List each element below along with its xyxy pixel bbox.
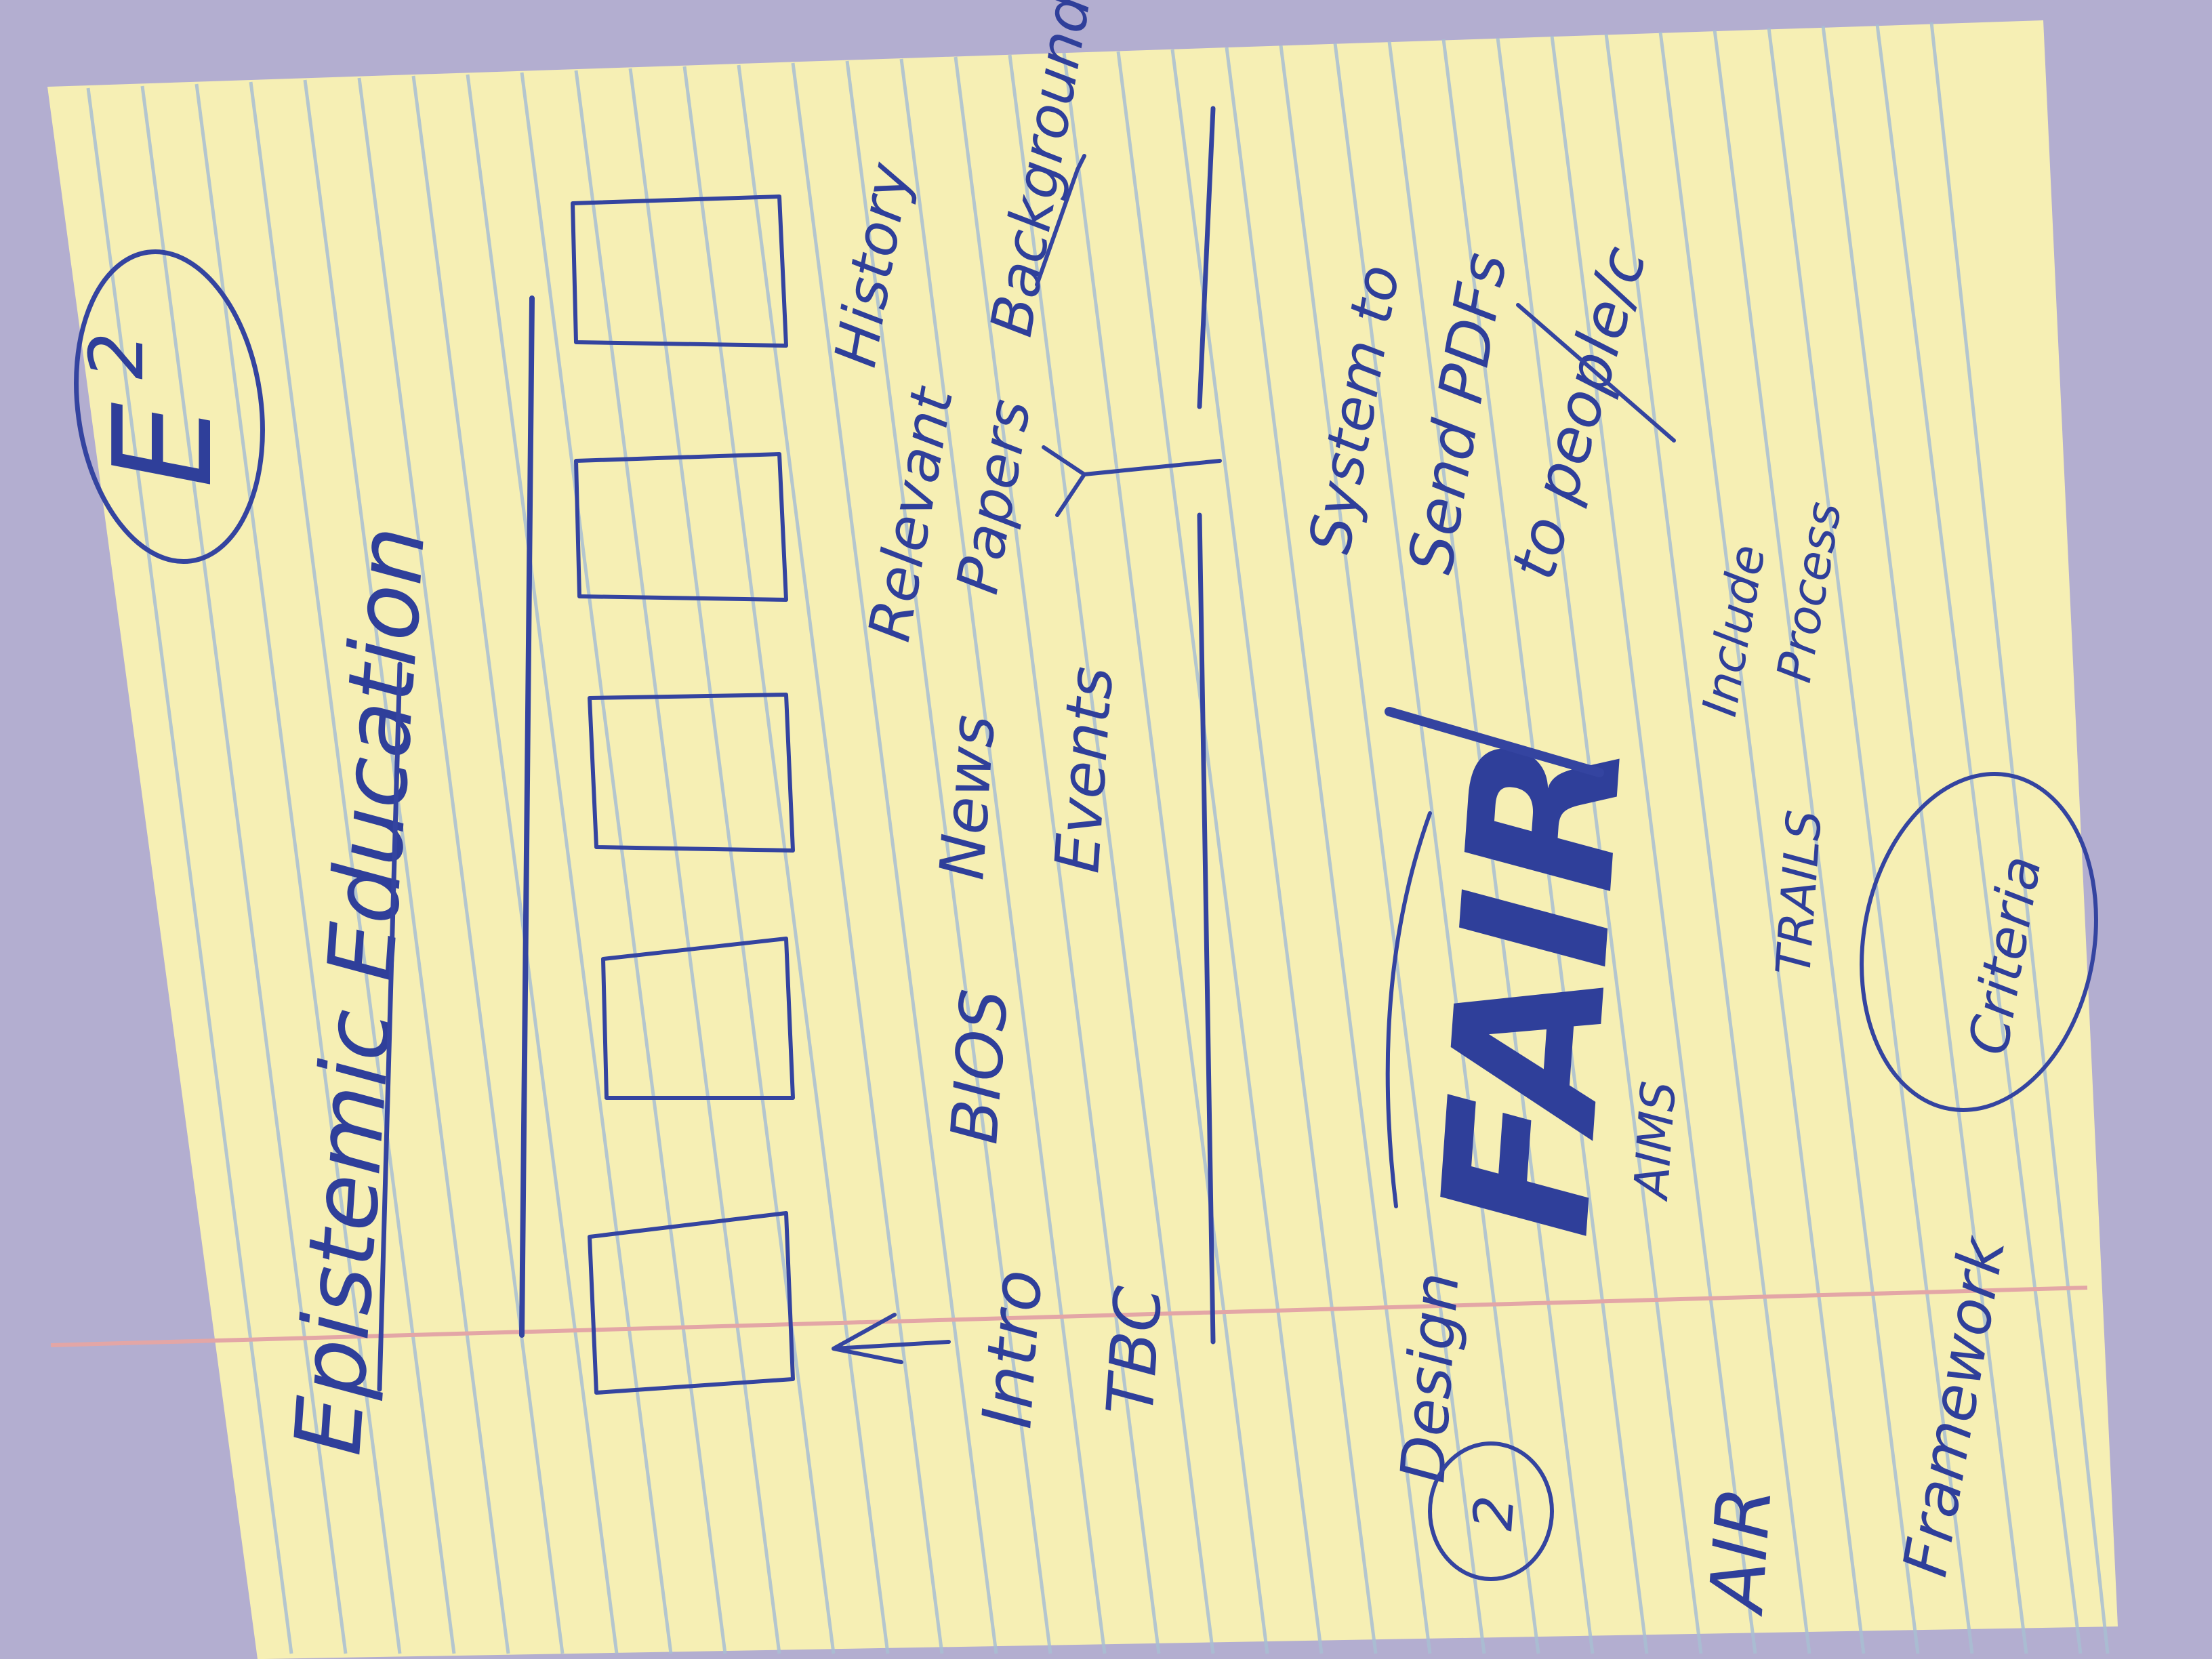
label-design: Design xyxy=(1387,1270,1473,1485)
logo-letter: E xyxy=(85,403,243,488)
number-circle xyxy=(1428,1441,1554,1581)
fair-note-aims: AIMS xyxy=(1623,1080,1687,1204)
arrow-icon xyxy=(1042,445,1086,517)
page-box xyxy=(588,693,795,853)
fair-note-trails: TRAILS xyxy=(1765,808,1832,977)
page-boxes xyxy=(571,194,795,1395)
page-box xyxy=(574,452,788,602)
underline-stroke xyxy=(1035,154,1086,287)
label-bios: BIOS xyxy=(937,987,1023,1146)
label-intro: Intro xyxy=(967,1267,1057,1431)
logo-superscript: 2 xyxy=(73,332,160,380)
title-underline xyxy=(377,661,403,1392)
label-news: News xyxy=(926,713,1009,882)
middle-rules xyxy=(1042,106,1222,1345)
bracket-curve xyxy=(1385,811,1432,1208)
underline-stroke xyxy=(1516,303,1676,443)
number-label: 2 xyxy=(1461,1494,1526,1532)
margin-line xyxy=(50,1286,2088,1347)
arrow-icon xyxy=(832,1313,951,1364)
logo-e-squared: E 2 xyxy=(73,249,265,565)
divider-line xyxy=(519,295,535,1338)
arrow-stroke xyxy=(1082,459,1222,476)
fair-word: FAIR xyxy=(1398,726,1669,1244)
page-box xyxy=(601,937,795,1100)
fair-scribble xyxy=(1385,707,1604,777)
label-events: Events xyxy=(1042,664,1127,875)
page-box xyxy=(588,1211,795,1395)
label-tbc: TBC xyxy=(1093,1284,1176,1417)
page-box xyxy=(571,194,788,348)
label-air: AIR xyxy=(1693,1483,1788,1618)
criteria-circle xyxy=(1860,772,2098,1112)
